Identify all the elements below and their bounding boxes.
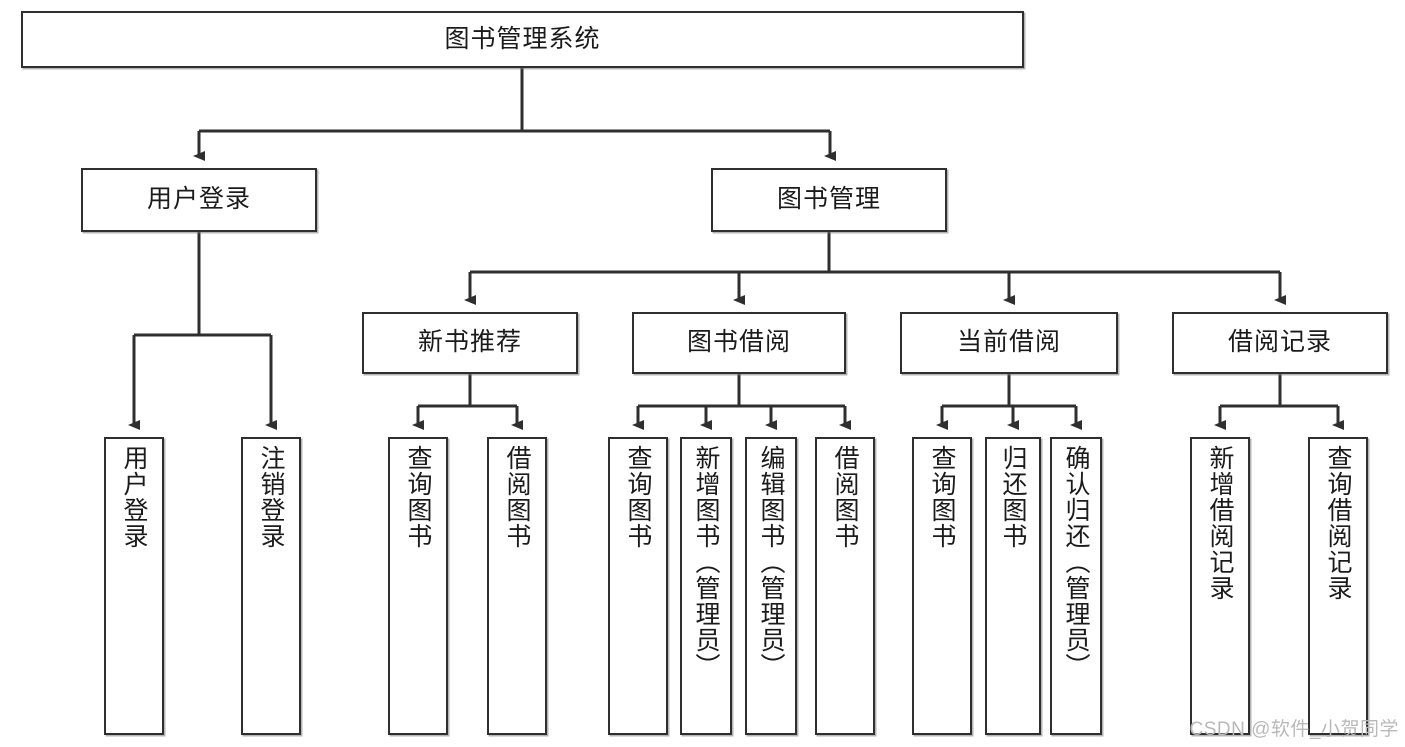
node-user-login-label: 用户登录	[146, 185, 251, 214]
leaf-cb-return[interactable]: 归还图书	[985, 437, 1041, 735]
node-book-borrow-label: 图书借阅	[686, 328, 791, 357]
leaf-cb-return-label: 归还图书	[999, 445, 1027, 549]
leaf-cb-query[interactable]: 查询图书	[912, 437, 972, 735]
node-borrow-record-label: 借阅记录	[1227, 328, 1332, 357]
leaf-br-add-label: 新增借阅记录	[1206, 445, 1234, 601]
leaf-bb-query[interactable]: 查询图书	[608, 437, 668, 735]
node-current-borrow-label: 当前借阅	[956, 328, 1061, 357]
leaf-bb-add[interactable]: 新增图书（管理员）	[680, 437, 732, 735]
watermark: CSDN @软件_小贺同学	[1189, 719, 1399, 740]
leaf-cb-confirm[interactable]: 确认归还（管理员）	[1050, 437, 1102, 735]
node-current-borrow[interactable]: 当前借阅	[900, 312, 1118, 374]
leaf-user-logout-label: 注销登录	[257, 445, 285, 549]
node-book-manage-label: 图书管理	[776, 185, 881, 214]
leaf-user-login-label: 用户登录	[120, 445, 148, 549]
leaf-bb-add-label: 新增图书（管理员）	[692, 445, 720, 679]
node-book-manage[interactable]: 图书管理	[711, 168, 947, 232]
leaf-bb-edit-label: 编辑图书（管理员）	[757, 445, 785, 679]
leaf-br-query-label: 查询借阅记录	[1324, 445, 1352, 601]
node-root[interactable]: 图书管理系统	[21, 11, 1024, 68]
leaf-cb-query-label: 查询图书	[928, 445, 956, 549]
node-root-label: 图书管理系统	[444, 24, 601, 53]
leaf-br-query[interactable]: 查询借阅记录	[1308, 437, 1368, 735]
leaf-br-add[interactable]: 新增借阅记录	[1190, 437, 1250, 735]
node-borrow-record[interactable]: 借阅记录	[1172, 312, 1388, 374]
leaf-bb-borrow[interactable]: 借阅图书	[815, 437, 875, 735]
leaf-user-login[interactable]: 用户登录	[104, 437, 164, 735]
leaf-bb-borrow-label: 借阅图书	[831, 445, 859, 549]
node-book-borrow[interactable]: 图书借阅	[632, 312, 846, 374]
leaf-nbr-borrow[interactable]: 借阅图书	[487, 437, 547, 735]
node-user-login[interactable]: 用户登录	[81, 168, 317, 232]
node-new-book-rec[interactable]: 新书推荐	[362, 312, 578, 374]
leaf-nbr-borrow-label: 借阅图书	[503, 445, 531, 549]
leaf-cb-confirm-label: 确认归还（管理员）	[1062, 445, 1090, 679]
leaf-nbr-query[interactable]: 查询图书	[388, 437, 448, 735]
node-new-book-rec-label: 新书推荐	[417, 328, 522, 357]
leaf-user-logout[interactable]: 注销登录	[241, 437, 301, 735]
leaf-bb-edit[interactable]: 编辑图书（管理员）	[745, 437, 797, 735]
leaf-bb-query-label: 查询图书	[624, 445, 652, 549]
leaf-nbr-query-label: 查询图书	[404, 445, 432, 549]
